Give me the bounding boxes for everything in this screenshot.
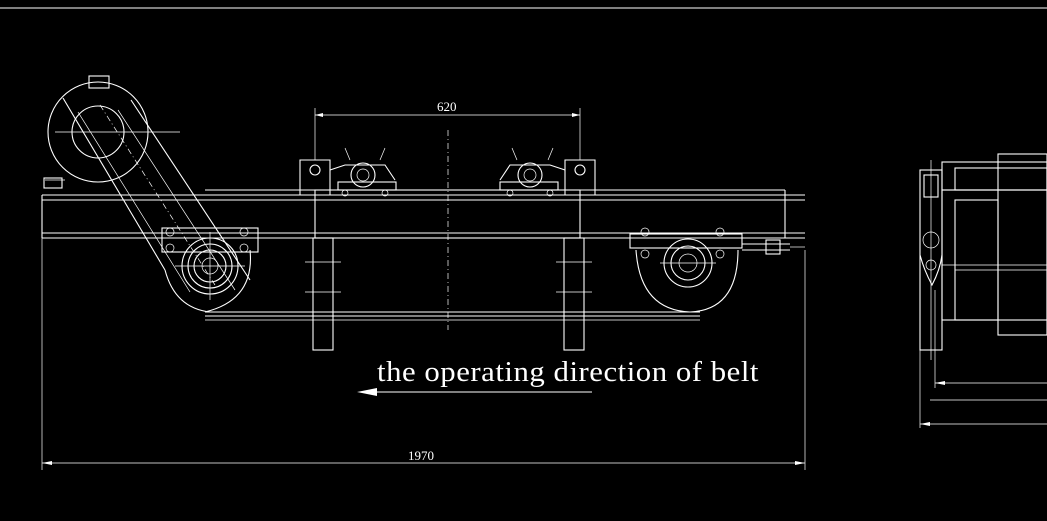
side-view: 620 1970 the operating direction of belt	[41, 75, 806, 470]
end-view	[919, 153, 1047, 428]
dimension-620-label: 620	[437, 99, 457, 114]
belt-direction-note: the operating direction of belt	[377, 356, 759, 388]
dimension-1970	[41, 238, 806, 470]
magnet-body	[314, 189, 581, 239]
dimension-620	[314, 108, 581, 160]
left-pulley	[161, 227, 259, 300]
right-lifting-bracket	[499, 147, 596, 197]
right-pulley	[629, 227, 805, 313]
dimension-1970-label: 1970	[408, 448, 434, 463]
left-lifting-bracket	[299, 147, 397, 197]
belt-direction-arrow	[357, 388, 592, 396]
right-support-leg	[563, 237, 585, 351]
left-belt-housing	[43, 75, 251, 313]
left-support-leg	[312, 237, 334, 351]
